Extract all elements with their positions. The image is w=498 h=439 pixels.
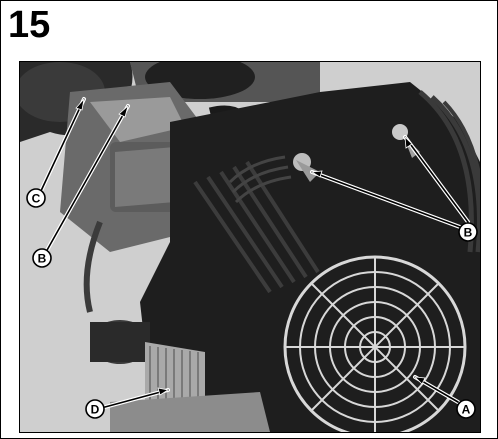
callout-a-label: A xyxy=(462,403,471,417)
callout-c-label: C xyxy=(32,192,41,206)
callout-c: C xyxy=(26,188,46,208)
figure-number: 15 xyxy=(8,4,51,46)
engine-photo: C B B A D xyxy=(19,61,481,433)
callout-d: D xyxy=(85,399,105,419)
callout-d-label: D xyxy=(91,403,100,417)
callout-b-left: B xyxy=(32,248,52,268)
callout-a: A xyxy=(456,399,476,419)
callout-b-left-label: B xyxy=(38,252,47,266)
callout-b-right: B xyxy=(458,222,478,242)
callout-b-right-label: B xyxy=(464,226,473,240)
